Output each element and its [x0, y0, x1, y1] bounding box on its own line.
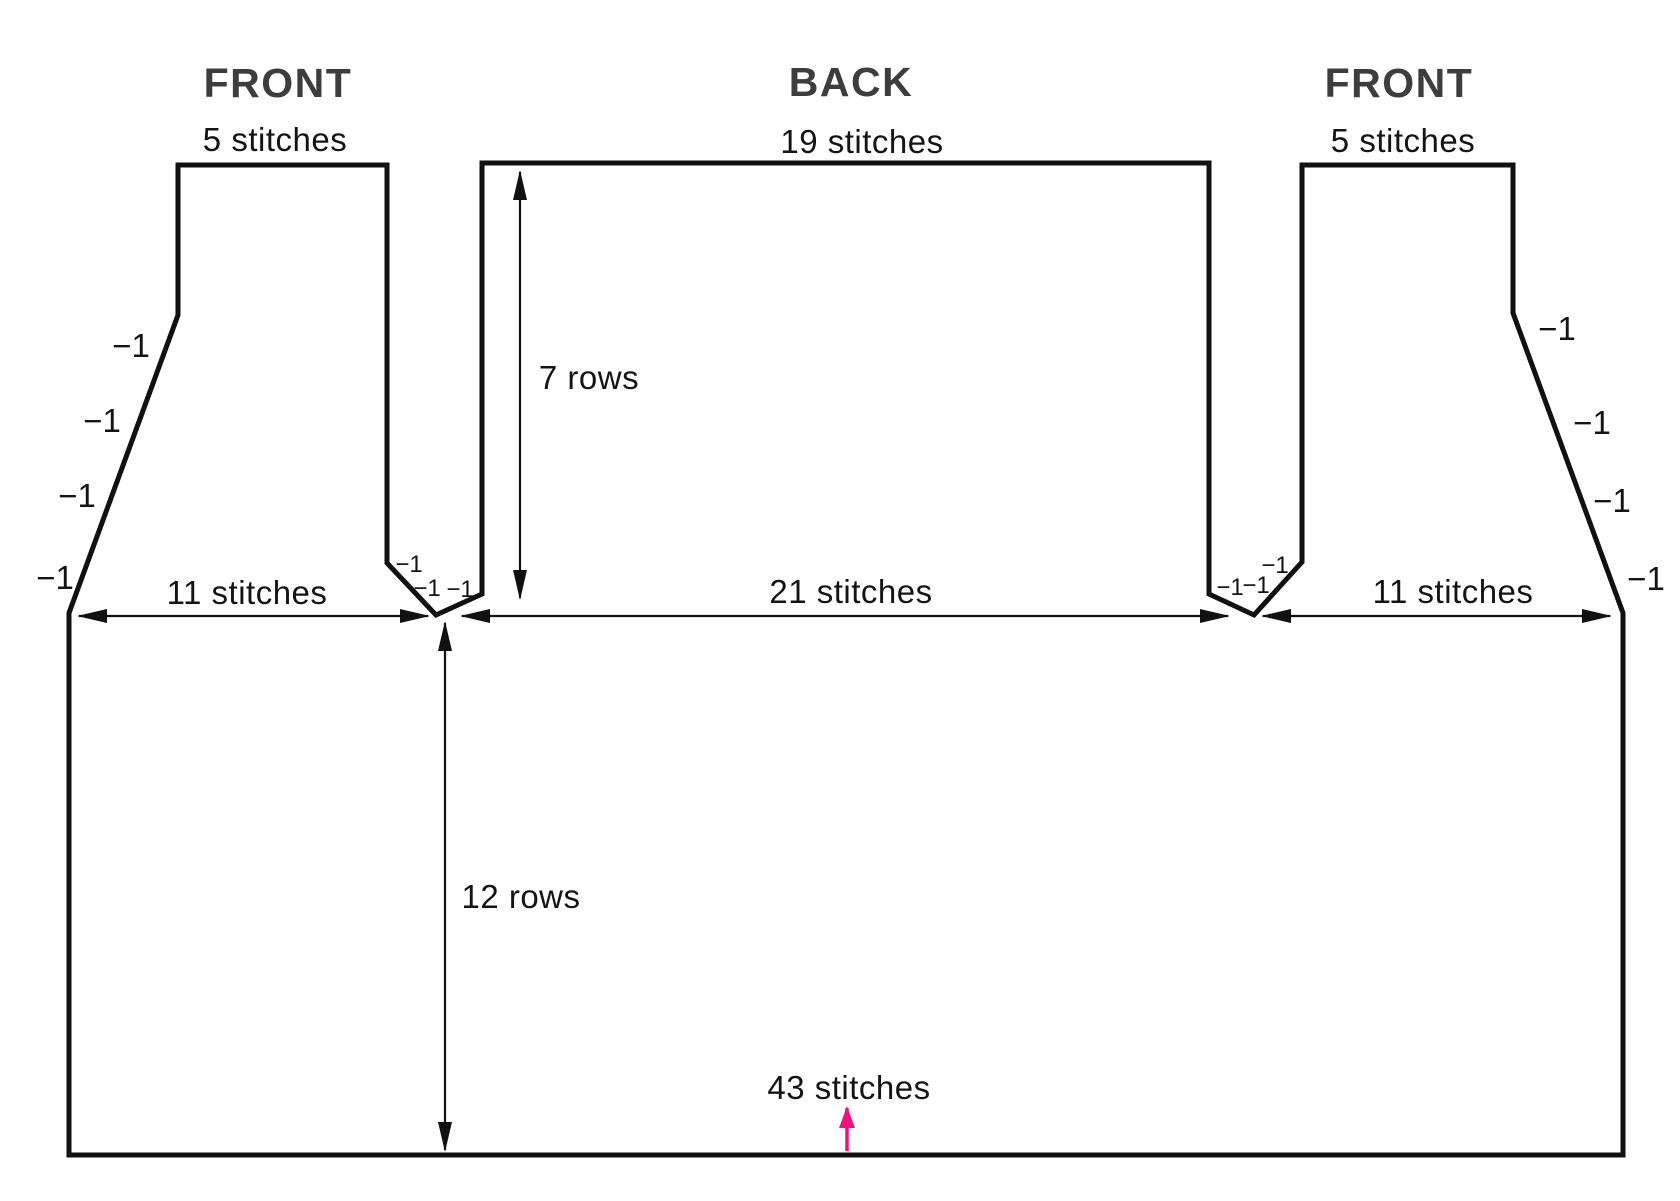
decrease-mark-right-1: −1	[1538, 310, 1576, 347]
back-width-label: 21 stitches	[769, 573, 932, 610]
right-front-title: FRONT	[1325, 60, 1474, 106]
back-top-stitches: 19 stitches	[780, 123, 943, 160]
decrease-mark-right-notch-3: −1	[1242, 572, 1269, 599]
decrease-mark-left-1: −1	[112, 327, 150, 364]
decrease-mark-left-2: −1	[83, 402, 121, 439]
left-front-top-stitches: 5 stitches	[203, 121, 347, 158]
decrease-mark-right-3: −1	[1593, 482, 1631, 519]
decrease-mark-left-notch-3: −1	[446, 576, 473, 603]
back-title: BACK	[789, 59, 913, 105]
right-front-top-stitches: 5 stitches	[1331, 122, 1475, 159]
left-front-width-label: 11 stitches	[167, 574, 328, 611]
decrease-mark-left-notch-1: −1	[395, 551, 422, 578]
decrease-mark-right-notch-1: −1	[1261, 552, 1288, 579]
left-front-title: FRONT	[204, 60, 353, 106]
lower-body-depth-label: 12 rows	[461, 878, 580, 915]
decrease-mark-left-3: −1	[58, 477, 96, 514]
cast-on-label: 43 stitches	[767, 1069, 930, 1106]
armhole-depth-label: 7 rows	[539, 359, 639, 396]
decrease-mark-right-notch-2: −1	[1216, 574, 1243, 601]
garment-outline	[66, 160, 1626, 1158]
right-front-width-label: 11 stitches	[1373, 573, 1534, 610]
decrease-mark-left-4: −1	[36, 559, 74, 596]
decrease-mark-right-2: −1	[1573, 404, 1611, 441]
decrease-mark-right-4: −1	[1627, 560, 1665, 597]
decrease-mark-left-notch-2: −1	[413, 575, 440, 602]
